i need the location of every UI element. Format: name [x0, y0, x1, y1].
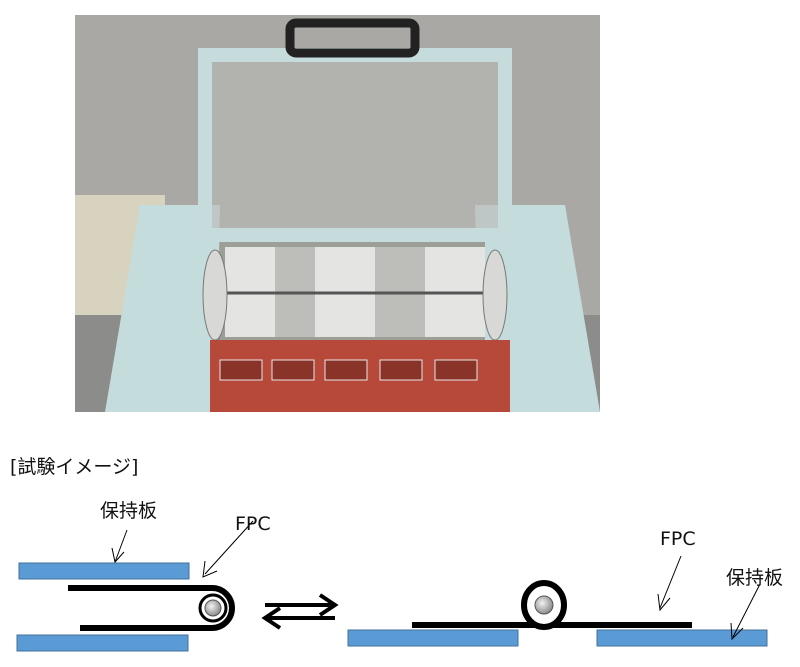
fpc-label-left: FPC — [235, 513, 271, 535]
fpc-folded — [68, 585, 235, 631]
holding-plate-label-left: 保持板 — [100, 500, 158, 522]
holding-plate-top — [18, 562, 190, 580]
holding-plate-label-right: 保持板 — [726, 567, 784, 589]
machine-illustration — [75, 15, 600, 412]
holding-plate-bottom — [16, 634, 189, 652]
section-title: [試験イメージ] — [10, 456, 139, 478]
fpc-label-right: FPC — [660, 528, 696, 550]
holding-plate-right-a — [347, 629, 519, 647]
test-machine-photo — [75, 15, 600, 412]
holding-plate-right-b — [596, 629, 768, 647]
reversible-arrows-icon — [261, 593, 339, 630]
